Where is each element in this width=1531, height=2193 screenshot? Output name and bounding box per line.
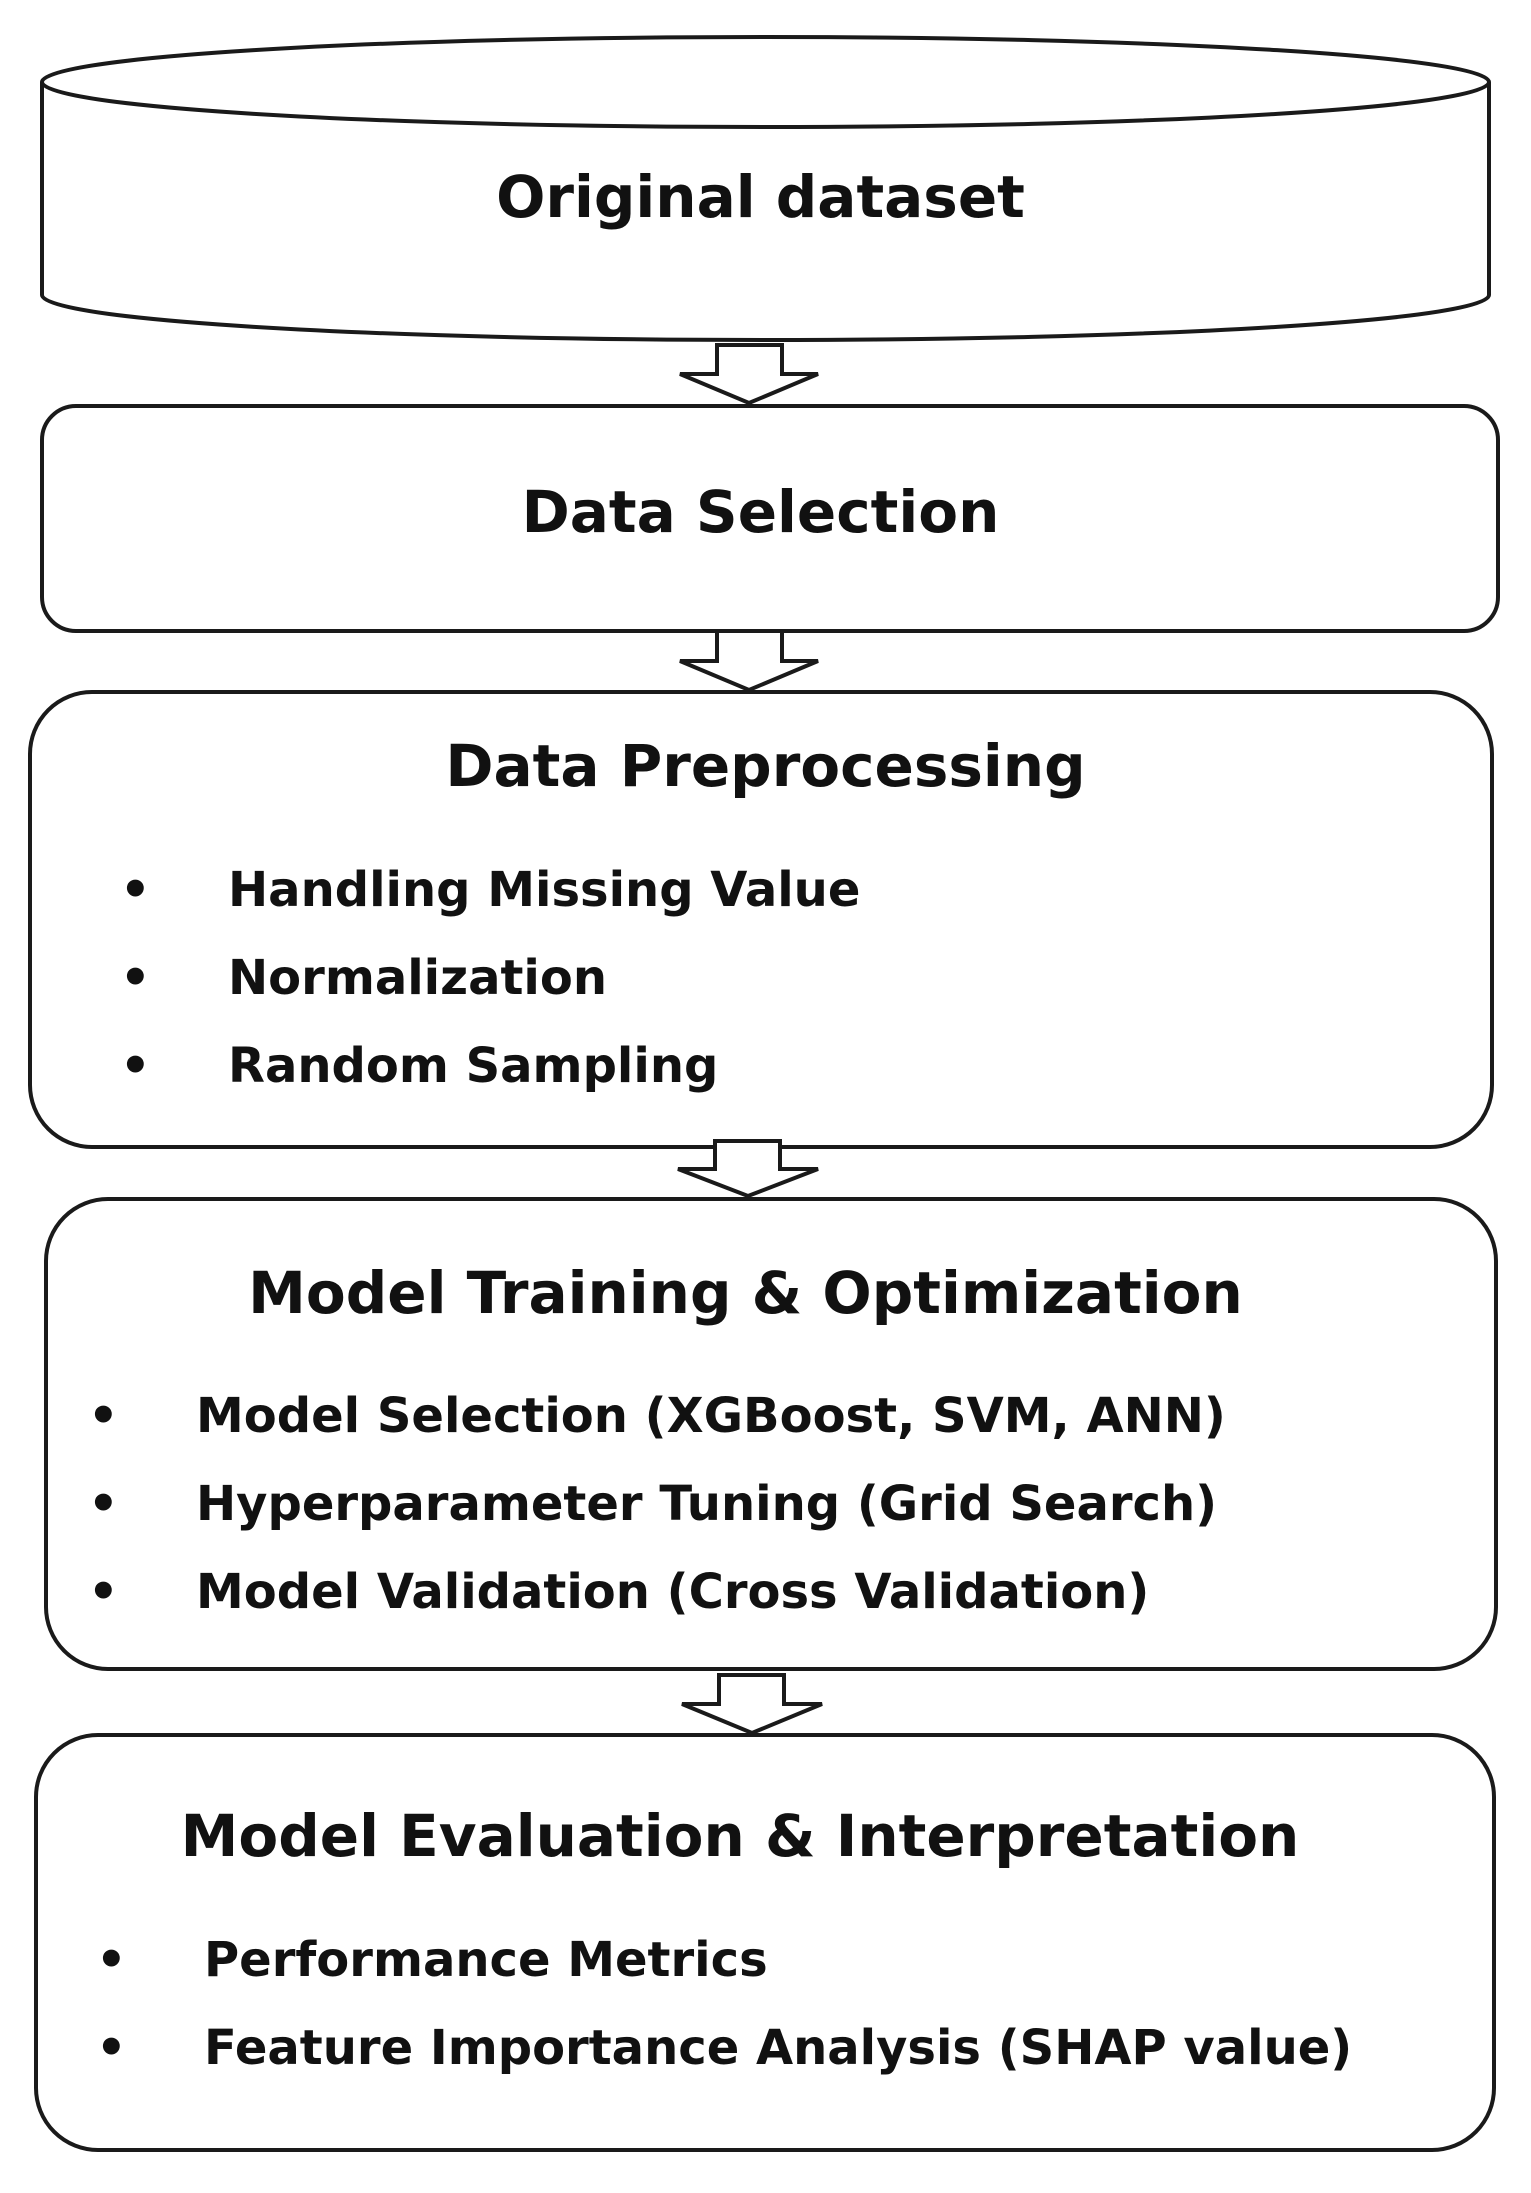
dataset-cylinder-rim bbox=[40, 81, 1491, 130]
model-training-title: Model Training & Optimization bbox=[248, 1259, 1243, 1327]
list-item-text: Normalization bbox=[228, 950, 608, 1006]
list-item-text: Random Sampling bbox=[228, 1038, 719, 1094]
list-item: • Model Selection (XGBoost, SVM, ANN) bbox=[88, 1392, 1226, 1480]
list-item: • Normalization bbox=[120, 954, 860, 1042]
bullet-dot: • bbox=[96, 2020, 127, 2076]
list-item: • Performance Metrics bbox=[96, 1936, 1352, 2024]
list-item: • Random Sampling bbox=[120, 1042, 860, 1130]
list-item-text: Performance Metrics bbox=[204, 1932, 768, 1988]
bullet-dot: • bbox=[120, 862, 151, 918]
model-training-list: • Model Selection (XGBoost, SVM, ANN) • … bbox=[88, 1392, 1226, 1656]
flow-arrow-1 bbox=[679, 343, 819, 406]
bullet-dot: • bbox=[120, 1038, 151, 1094]
data-selection-title: Data Selection bbox=[521, 478, 1000, 546]
list-item-text: Handling Missing Value bbox=[228, 862, 861, 918]
model-training-box bbox=[44, 1197, 1498, 1671]
model-evaluation-list: • Performance Metrics • Feature Importan… bbox=[96, 1936, 1352, 2112]
bullet-dot: • bbox=[96, 1932, 127, 1988]
list-item: • Model Validation (Cross Validation) bbox=[88, 1568, 1226, 1656]
bullet-dot: • bbox=[88, 1388, 119, 1444]
list-item-text: Hyperparameter Tuning (Grid Search) bbox=[196, 1476, 1218, 1532]
bullet-dot: • bbox=[88, 1564, 119, 1620]
data-preprocessing-title: Data Preprocessing bbox=[445, 732, 1086, 800]
flow-arrow-2 bbox=[679, 629, 819, 693]
list-item-text: Model Validation (Cross Validation) bbox=[196, 1564, 1150, 1620]
list-item: • Feature Importance Analysis (SHAP valu… bbox=[96, 2024, 1352, 2112]
flow-arrow-4 bbox=[681, 1673, 823, 1736]
data-preprocessing-list: • Handling Missing Value • Normalization… bbox=[120, 866, 860, 1130]
dataset-cylinder bbox=[40, 34, 1491, 343]
list-item: • Handling Missing Value bbox=[120, 866, 860, 954]
original-dataset-title: Original dataset bbox=[496, 163, 1025, 231]
bullet-dot: • bbox=[88, 1476, 119, 1532]
bullet-dot: • bbox=[120, 950, 151, 1006]
model-evaluation-box bbox=[34, 1733, 1496, 2152]
list-item-text: Model Selection (XGBoost, SVM, ANN) bbox=[196, 1388, 1226, 1444]
list-item-text: Feature Importance Analysis (SHAP value) bbox=[204, 2020, 1353, 2076]
list-item: • Hyperparameter Tuning (Grid Search) bbox=[88, 1480, 1226, 1568]
flow-arrow-3 bbox=[677, 1139, 819, 1199]
model-evaluation-title: Model Evaluation & Interpretation bbox=[180, 1802, 1300, 1870]
